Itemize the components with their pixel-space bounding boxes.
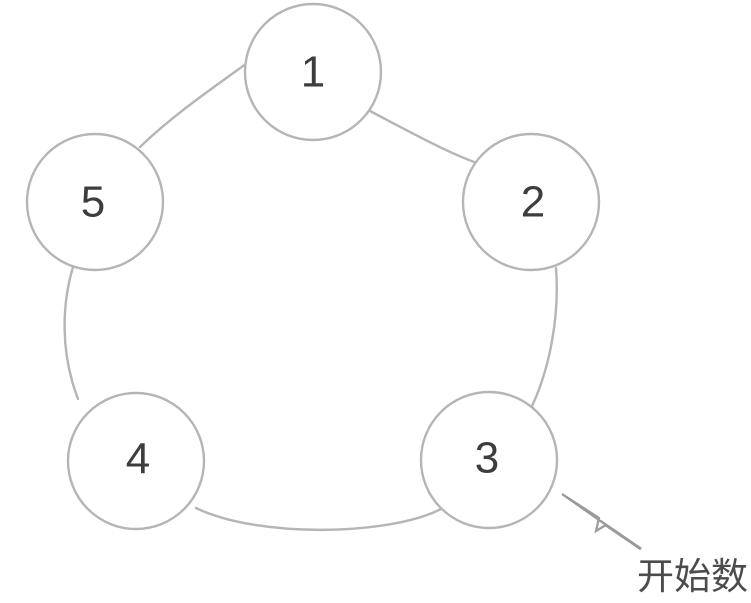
node-4-label: 4: [126, 435, 150, 484]
node-3[interactable]: 3: [419, 390, 559, 530]
node-5[interactable]: 5: [25, 132, 165, 272]
node-5-label: 5: [81, 178, 105, 227]
node-4[interactable]: 4: [66, 391, 206, 531]
node-2-label: 2: [521, 178, 545, 227]
arrow-head-icon: [561, 493, 609, 534]
node-group: 1 2 3 4 5: [25, 2, 601, 531]
node-1-label: 1: [301, 48, 325, 97]
node-2-circle[interactable]: [461, 132, 601, 272]
edge-node1-to-node2: [368, 109, 491, 169]
edge-node4-to-node5: [63, 265, 80, 401]
edge-node3-to-node4: [194, 506, 443, 532]
start-annotation-label: 开始数: [637, 555, 748, 598]
node-3-circle[interactable]: [419, 390, 559, 530]
arrow-head-crease-icon: [561, 493, 600, 519]
node-1-circle[interactable]: [243, 2, 383, 142]
node-4-circle[interactable]: [66, 391, 206, 531]
node-2[interactable]: 2: [461, 132, 601, 272]
edge-node2-to-node3: [530, 266, 558, 408]
node-5-circle[interactable]: [25, 132, 165, 272]
node-3-label: 3: [475, 434, 499, 483]
start-pointer-arrow: [561, 493, 642, 551]
node-1[interactable]: 1: [243, 2, 383, 142]
